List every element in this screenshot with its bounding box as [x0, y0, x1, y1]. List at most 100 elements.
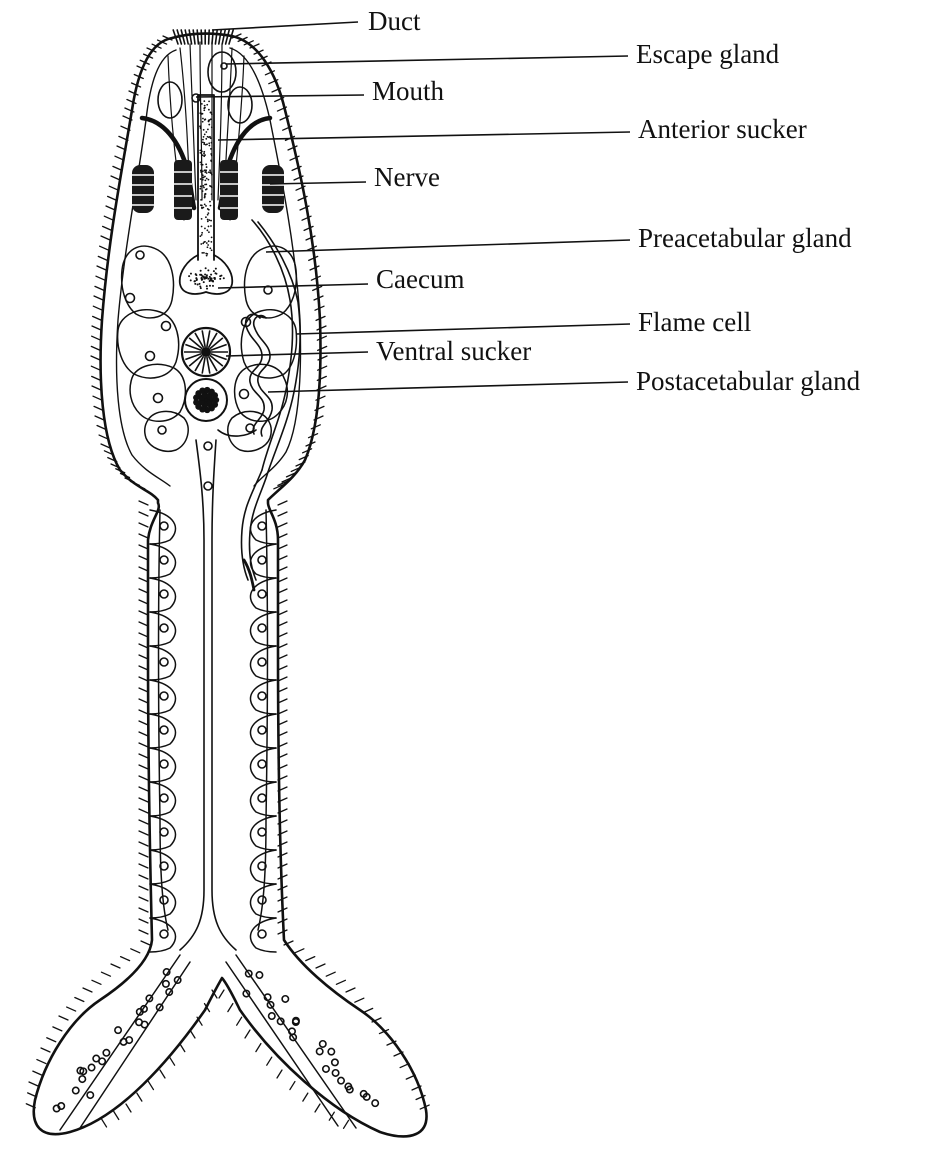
stipple-dot [203, 152, 205, 154]
stipple-dot [199, 188, 201, 190]
stipple-dot [202, 154, 204, 156]
stipple-dot [208, 231, 210, 233]
furca-cell [332, 1070, 338, 1076]
stipple-dot [215, 268, 217, 270]
cilium [114, 1111, 119, 1119]
cilium [346, 988, 355, 992]
cilium [139, 677, 148, 681]
cilium [37, 1060, 46, 1064]
stipple-dot [211, 249, 213, 251]
cilium [160, 1070, 165, 1078]
cilium [139, 578, 148, 582]
cilium [148, 1082, 153, 1090]
cilium [295, 949, 304, 953]
stipple-dot [205, 205, 207, 207]
stipple-dot [209, 247, 211, 249]
tail-cell [150, 578, 176, 612]
cilium [53, 1027, 62, 1031]
stipple-dot [199, 152, 201, 154]
stipple-dot [200, 270, 202, 272]
stipple-dot [215, 273, 217, 275]
cilium [139, 765, 148, 769]
cilium [278, 589, 287, 593]
cilium [92, 980, 101, 984]
stipple-dot [199, 285, 201, 287]
stipple-dot [204, 179, 206, 181]
cilium [278, 578, 287, 582]
cilium [109, 186, 118, 190]
furca-cell [136, 1019, 142, 1025]
cilium [104, 216, 113, 220]
stipple-dot [210, 148, 212, 150]
cilium [93, 316, 102, 320]
stipple-dot [202, 118, 204, 120]
stipple-dot [190, 279, 192, 281]
stipple-dot [204, 195, 206, 197]
cilium [139, 864, 148, 868]
cilium [318, 346, 327, 350]
cilium [139, 633, 148, 637]
cilium [139, 501, 148, 505]
furca-cell [73, 1087, 79, 1093]
cilium [278, 622, 287, 626]
stipple-dot [208, 120, 210, 122]
stipple-dot [208, 179, 210, 181]
stipple-dot [219, 278, 221, 280]
tail-cell-nucleus [258, 726, 266, 734]
cilium [103, 226, 112, 230]
duct-bristle [185, 30, 188, 44]
stipple-dot [207, 129, 209, 131]
stipple-dot [205, 277, 207, 279]
cilium [290, 1082, 295, 1090]
tail-cell [250, 748, 276, 782]
tail-cell [150, 714, 176, 748]
cilium [139, 886, 148, 890]
stipple-dot [206, 104, 208, 106]
cilium [278, 512, 287, 516]
furca-cell [269, 1013, 275, 1019]
cilium [139, 512, 148, 516]
stipple-dot [206, 188, 208, 190]
cilium [267, 1057, 272, 1065]
stipple-dot [206, 274, 208, 276]
cilium [278, 556, 287, 560]
stipple-dot [201, 113, 203, 115]
stipple-dot [209, 276, 211, 278]
stipple-dot [204, 134, 206, 136]
cilium [278, 600, 287, 604]
stipple-dot [204, 154, 206, 156]
stipple-dot [210, 111, 212, 113]
stipple-dot [203, 151, 205, 153]
duct-bristle [209, 30, 210, 44]
stipple-dot [190, 273, 192, 275]
cilium [245, 1030, 250, 1038]
cilium [364, 1008, 373, 1012]
stipple-dot [200, 199, 202, 201]
cilium [108, 196, 117, 200]
stipple-dot [203, 143, 205, 145]
stipple-dot [206, 178, 208, 180]
stipple-dot [214, 278, 216, 280]
stipple-dot [201, 205, 203, 207]
stipple-dot [206, 285, 208, 287]
label-mouth-text: Mouth [372, 76, 445, 106]
cilium [278, 611, 287, 615]
cilium [59, 1016, 68, 1020]
tail-cell-nucleus [160, 556, 168, 564]
stipple-dot [210, 220, 212, 222]
label-flame-cell-text: Flame cell [638, 307, 751, 337]
cilium [139, 919, 148, 923]
stipple-dot [188, 275, 190, 277]
tail-cell [250, 850, 276, 884]
stipple-dot [205, 216, 207, 218]
stipple-dot [201, 232, 203, 234]
cilium [316, 964, 325, 968]
cilium [95, 416, 104, 420]
tail-cell [150, 680, 176, 714]
stipple-dot [205, 163, 207, 165]
stipple-dot [206, 288, 208, 290]
cilium [237, 1017, 242, 1025]
stipple-dot [207, 219, 209, 221]
stipple-dot [211, 113, 213, 115]
cilium [139, 523, 148, 527]
